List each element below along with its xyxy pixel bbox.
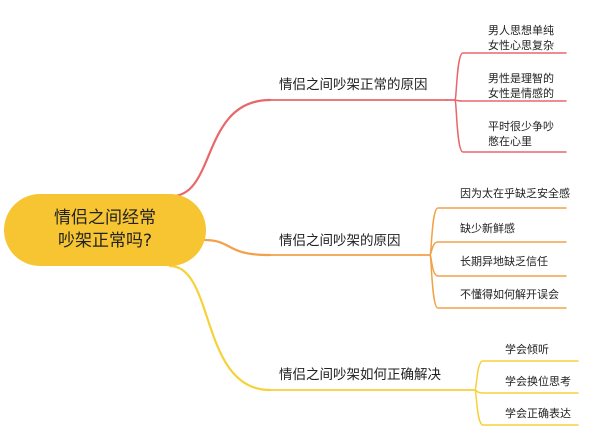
branch-topic-1[interactable]: 情侣之间吵架正常的原因: [279, 77, 428, 93]
branch-3-subtopic-2-connector: [474, 389, 579, 394]
branch-2-subtopic-3[interactable]: 长期异地缺乏信任: [460, 254, 548, 269]
subtopic-line: 不懂得如何解开误会: [460, 288, 559, 301]
subtopic-line: 男性是理智的: [488, 72, 554, 85]
subtopic-line: 女性是情感的: [488, 87, 554, 100]
branch-topic-3[interactable]: 情侣之间吵架如何正确解决: [279, 367, 441, 383]
branch-3-subtopic-1-connector: [474, 360, 579, 391]
branch-3-subtopic-3[interactable]: 学会正确表达: [505, 406, 571, 421]
branch-2-subtopic-1[interactable]: 因为太在乎缺乏安全感: [460, 186, 570, 201]
branch-2-subtopic-4[interactable]: 不懂得如何解开误会: [460, 287, 559, 302]
branch-3-connector: [168, 264, 272, 392]
branch-1-connector: [170, 98, 272, 198]
subtopic-line: 因为太在乎缺乏安全感: [460, 187, 570, 200]
branch-1-subtopic-1[interactable]: 男人思想单纯 女性心思复杂: [488, 23, 554, 53]
branch-topic-2[interactable]: 情侣之间吵架的原因: [279, 233, 401, 249]
subtopic-line: 平时很少争吵: [488, 120, 554, 133]
branch-1-subtopic-3-connector: [454, 99, 567, 153]
central-topic[interactable]: 情侣之间经常 吵架正常吗?: [4, 194, 206, 266]
branch-3-subtopic-2[interactable]: 学会换位思考: [505, 374, 571, 389]
branch-2-subtopic-2[interactable]: 缺少新鲜感: [460, 221, 515, 236]
subtopic-line: 学会倾听: [505, 343, 549, 356]
branch-2-connector: [202, 238, 272, 257]
branch-3-subtopic-1[interactable]: 学会倾听: [505, 342, 549, 357]
subtopic-line: 缺少新鲜感: [460, 222, 515, 235]
branch-1-subtopic-3[interactable]: 平时很少争吵 憋在心里: [488, 119, 554, 149]
subtopic-line: 女性心思复杂: [488, 39, 554, 52]
subtopic-line: 长期异地缺乏信任: [460, 255, 548, 268]
subtopic-line: 学会换位思考: [505, 375, 571, 388]
branch-3-subtopic-3-connector: [474, 389, 579, 426]
branch-2-subtopic-4-connector: [429, 254, 567, 309]
subtopic-line: 男人思想单纯: [488, 24, 554, 37]
subtopic-line: 学会正确表达: [505, 407, 571, 420]
branch-1-subtopic-2[interactable]: 男性是理智的 女性是情感的: [488, 71, 554, 101]
central-topic-line-1: 情侣之间经常: [54, 208, 156, 228]
central-topic-line-2: 吵架正常吗?: [57, 231, 153, 251]
subtopic-line: 憋在心里: [488, 135, 532, 148]
branch-1-subtopic-1-connector: [454, 52, 567, 101]
